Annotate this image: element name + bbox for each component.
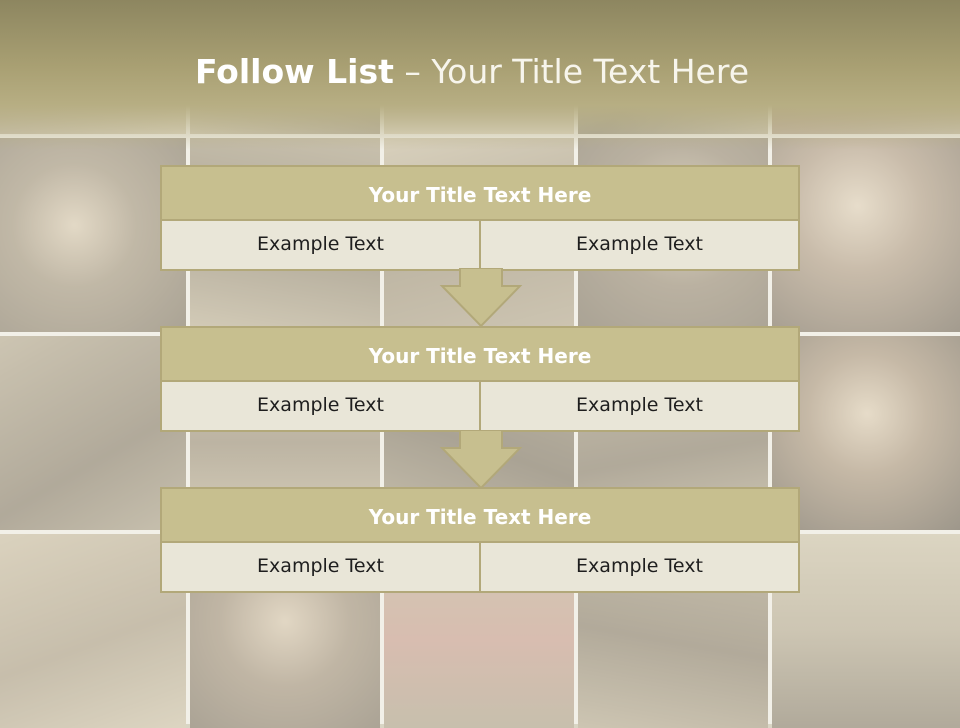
follow-block-2: Your Title Text Here Example Text Exampl…	[160, 326, 800, 432]
block-row: Example Text Example Text	[160, 543, 800, 593]
block-row: Example Text Example Text	[160, 382, 800, 432]
block-title: Your Title Text Here	[160, 487, 800, 543]
photo-tile	[0, 138, 186, 332]
follow-block-3: Your Title Text Here Example Text Exampl…	[160, 487, 800, 593]
block-row: Example Text Example Text	[160, 221, 800, 271]
photo-tile	[0, 534, 186, 728]
photo-tile	[772, 336, 960, 530]
slide-title: Follow List – Your Title Text Here	[0, 52, 944, 91]
block-cell-right: Example Text	[481, 221, 800, 271]
block-cell-right: Example Text	[481, 543, 800, 593]
photo-tile	[0, 336, 186, 530]
follow-block-1: Your Title Text Here Example Text Exampl…	[160, 165, 800, 271]
down-arrow-icon	[439, 268, 523, 328]
block-cell-right: Example Text	[481, 382, 800, 432]
block-cell-left: Example Text	[160, 382, 481, 432]
slide-title-separator: –	[393, 52, 432, 91]
block-cell-left: Example Text	[160, 221, 481, 271]
photo-tile	[772, 138, 960, 332]
down-arrow-icon	[439, 430, 523, 490]
block-title: Your Title Text Here	[160, 165, 800, 221]
slide-title-bold: Follow List	[194, 52, 394, 91]
block-cell-left: Example Text	[160, 543, 481, 593]
header-band	[0, 0, 960, 150]
block-title: Your Title Text Here	[160, 326, 800, 382]
photo-tile	[772, 534, 960, 728]
slide-title-rest: Your Title Text Here	[431, 52, 750, 91]
